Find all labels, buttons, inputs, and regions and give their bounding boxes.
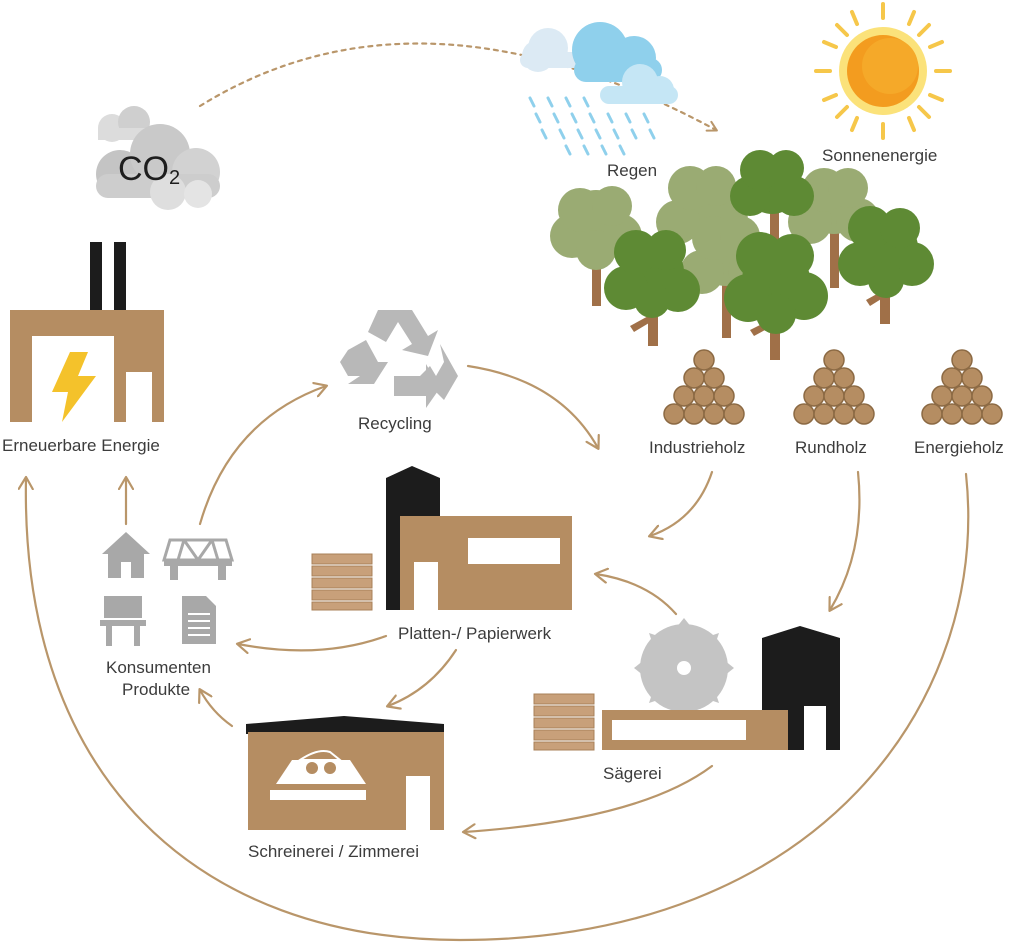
saegerei-label: Sägerei <box>603 764 662 783</box>
saegerei-to-schreinerei-arrow <box>464 764 714 832</box>
board-stack-icon <box>311 553 373 611</box>
log-pile-rundholz-icon <box>793 349 875 425</box>
document-icon <box>182 596 216 644</box>
carpentry-icon <box>246 716 444 830</box>
forest-icon <box>550 150 934 360</box>
bridge-icon <box>161 538 235 580</box>
plane-tool-icon <box>270 750 366 800</box>
schreinerei-to-konsumenten-arrow <box>200 690 234 728</box>
board-stack-icon <box>533 693 595 751</box>
schreinerei-zimmerei-label: Schreinerei / Zimmerei <box>248 842 419 861</box>
saw-blade-icon <box>634 618 734 718</box>
sonnenenergie-label: Sonnenenergie <box>822 146 938 165</box>
papierwerk-to-konsumenten-arrow <box>238 634 388 650</box>
chair-icon <box>100 596 146 646</box>
platten-papierwerk-label: Platten-/ Papierwerk <box>398 624 552 643</box>
sun-icon <box>814 2 952 140</box>
co2-cloud-icon <box>96 106 220 210</box>
log-pile-industrieholz-icon <box>663 349 745 425</box>
konsumenten-to-recycling-arrow <box>198 386 326 526</box>
sawmill-icon <box>533 618 840 751</box>
regen-label: Regen <box>607 161 658 180</box>
energieholz-label: Energieholz <box>914 438 1004 457</box>
industrieholz-label: Industrieholz <box>649 438 746 457</box>
house-icon <box>102 532 150 578</box>
paper-mill-icon <box>311 466 572 611</box>
consumer-icons <box>100 532 235 646</box>
industrieholz-to-papierwerk-arrow <box>650 470 714 536</box>
power-plant-icon <box>10 242 164 422</box>
rain-cloud-icon <box>520 22 678 156</box>
saegerei-to-papierwerk-arrow <box>596 574 678 616</box>
big-outer-arrow <box>26 472 970 942</box>
konsumenten-label: Konsumenten <box>106 658 211 677</box>
recycling-label: Recycling <box>358 414 432 433</box>
recycling-icon <box>340 310 458 408</box>
erneuerbare-energie-label: Erneuerbare Energie <box>2 436 160 455</box>
rundholz-to-saegerei-arrow <box>830 470 861 610</box>
rundholz-label: Rundholz <box>795 438 867 457</box>
log-pile-energieholz-icon <box>921 349 1003 425</box>
papierwerk-to-schreinerei-arrow <box>388 648 458 706</box>
lightning-bolt-icon <box>52 352 96 422</box>
recycling-to-papierwerk-arrow <box>466 364 598 448</box>
produkte-label: Produkte <box>122 680 191 699</box>
co2-label: CO2 <box>118 150 181 189</box>
